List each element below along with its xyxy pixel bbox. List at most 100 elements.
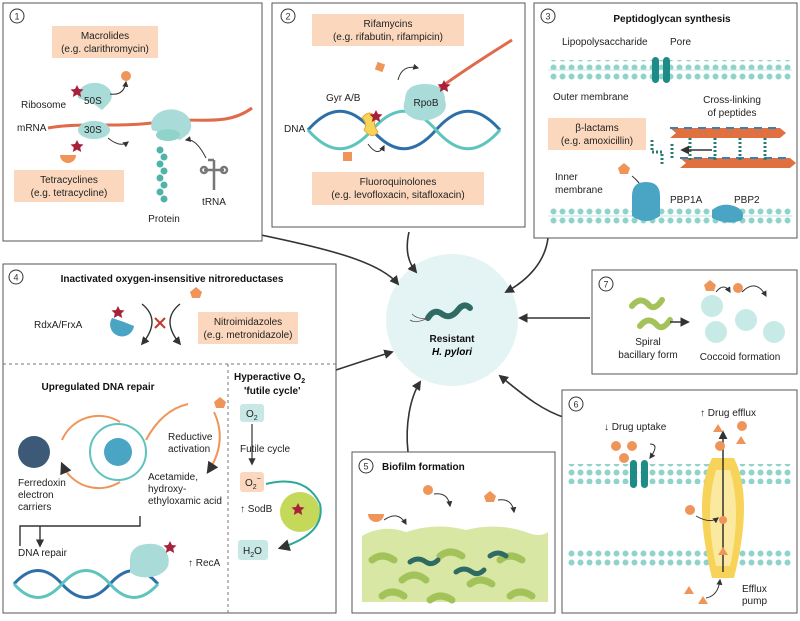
subunit-30s-label: 30S <box>84 125 102 136</box>
macrolides-label: Macrolides <box>81 31 129 42</box>
protein-chain <box>156 146 168 203</box>
betalactams-example: (e.g. amoxicillin) <box>561 136 633 147</box>
nitroreductase-icon <box>104 438 132 466</box>
lps-label: Lipopolysaccharide <box>562 37 648 48</box>
pore-icon <box>652 57 670 83</box>
drug-circle-icon <box>619 453 629 463</box>
panel-6-number: 6 <box>573 400 578 410</box>
ribosome-label: Ribosome <box>21 100 66 111</box>
reductive-label-2: activation <box>168 444 210 455</box>
dna-repair-label: DNA repair <box>18 548 68 559</box>
acetamide-label-3: ethyloxamic acid <box>148 496 222 507</box>
panel-3-title: Peptidoglycan synthesis <box>613 14 731 25</box>
crosslinking-label: Cross-linking <box>703 95 761 106</box>
drug-circle-icon <box>715 441 725 451</box>
futile-cycle-label: Futile cycle <box>240 444 290 455</box>
superoxide-label: O2− <box>245 476 261 491</box>
repair-dna-teal <box>12 569 160 599</box>
drug-half-circle-icon <box>368 514 384 522</box>
star-icon <box>163 541 177 553</box>
drug-triangle-icon <box>718 547 728 555</box>
macrolides-example: (e.g. clarithromycin) <box>61 44 149 55</box>
inactivation-arrows <box>140 303 182 346</box>
dna-strand-teal <box>306 109 502 151</box>
sodb-label: ↑ SodB <box>240 504 273 515</box>
ferredoxin-icon <box>18 436 50 468</box>
nitroimidazoles-example: (e.g. metronidazole) <box>204 330 293 341</box>
center-title: Resistant <box>429 334 475 345</box>
drug-efflux-label: ↑ Drug efflux <box>700 408 756 419</box>
rpob-icon <box>403 84 446 121</box>
drug-circle-icon <box>733 283 743 293</box>
drug-pentagon-icon <box>484 491 496 502</box>
drug-circle-icon <box>719 516 727 524</box>
subunit-50s-label: 50S <box>84 96 102 107</box>
pbp2-icon <box>712 204 743 223</box>
mrna-label: mRNA <box>17 123 47 134</box>
gyr-label: Gyr A/B <box>326 93 361 104</box>
panel-5-number: 5 <box>363 462 368 472</box>
peptidoglycan-chains <box>670 127 796 168</box>
star-icon <box>291 503 305 515</box>
betalactams-box <box>548 118 646 150</box>
trna-icon <box>199 158 229 190</box>
acetamide-label-2: hydroxy- <box>148 484 186 495</box>
porin-icon <box>630 460 648 488</box>
macrolides-box <box>52 26 158 58</box>
pbp2-label: PBP2 <box>734 195 760 206</box>
biofilm-h-pylori <box>407 550 509 577</box>
outer-membrane-label: Outer membrane <box>553 92 629 103</box>
drug-triangle-icon <box>698 596 708 604</box>
ferredoxin-label-1: Ferredoxin <box>18 478 66 489</box>
rdxa-enzyme-icon <box>110 318 134 337</box>
drug-triangle-icon <box>684 586 694 594</box>
rifamycins-example: (e.g. rifabutin, rifampicin) <box>333 32 443 43</box>
drug-uptake-label: ↓ Drug uptake <box>604 422 667 433</box>
dna-strand-blue <box>306 109 502 151</box>
panel-5-title: Biofilm formation <box>382 462 465 473</box>
water-label: H2O <box>243 546 262 559</box>
biofilm-bacteria <box>368 548 536 604</box>
dna-repair-title: Upregulated DNA repair <box>42 382 155 393</box>
crosslink-segments <box>650 140 674 164</box>
betalactams-label: β-lactams <box>575 123 619 134</box>
crosslinking-label-2: of peptides <box>708 108 757 119</box>
hyperactive-label: Hyperactive O2 <box>234 372 305 385</box>
reca-icon <box>130 543 169 578</box>
panel-4-title: Inactivated oxygen-insensitive nitroredu… <box>61 274 284 285</box>
nitro-drug-icon <box>214 397 226 408</box>
nitroimidazole-drug-icon <box>190 287 202 298</box>
o2-label: O2 <box>246 409 258 422</box>
panel-3-peptidoglycan: 3 Peptidoglycan synthesis Lipopolysaccha… <box>533 2 798 239</box>
pore-label: Pore <box>670 37 692 48</box>
rifamycin-drug-icon <box>374 61 386 73</box>
inner-membrane-label-2: membrane <box>555 185 603 196</box>
fluoroquinolones-example: (e.g. levofloxacin, sitafloxacin) <box>331 190 464 201</box>
superoxide-box <box>240 472 264 492</box>
ribosome-icon <box>77 82 112 139</box>
spiral-label-2: bacillary form <box>618 350 677 361</box>
efflux-pump-label-1: Efflux <box>742 584 767 595</box>
star-icon <box>369 110 383 122</box>
inner-membrane-6 <box>568 548 792 568</box>
betalactam-drug-icon <box>618 163 630 174</box>
panel-4-number: 4 <box>13 273 18 283</box>
spiral-bacteria-icon <box>629 297 673 331</box>
coccoid-label: Coccoid formation <box>700 352 781 363</box>
star-icon <box>70 85 84 97</box>
trna-label: tRNA <box>202 197 226 208</box>
drug-pentagon-icon <box>704 280 716 291</box>
drug-circle-icon <box>611 441 621 451</box>
ferredoxin-label-2: electron <box>18 490 54 501</box>
outer-membrane-6 <box>568 464 792 484</box>
pbp1a-label: PBP1A <box>670 195 703 206</box>
panel-5-biofilm: 5 Biofilm formation <box>351 451 556 614</box>
panel-3-number: 3 <box>545 12 550 22</box>
drug-circle-icon <box>737 421 747 431</box>
tetracyclines-label: Tetracyclines <box>40 175 98 186</box>
biofilm-matrix <box>362 526 548 602</box>
ferredoxin-label-3: carriers <box>18 502 51 513</box>
fluoroquinolone-drug-icon <box>343 152 352 161</box>
panel-2-number: 2 <box>285 12 290 22</box>
spiral-label-1: Spiral <box>635 337 661 348</box>
